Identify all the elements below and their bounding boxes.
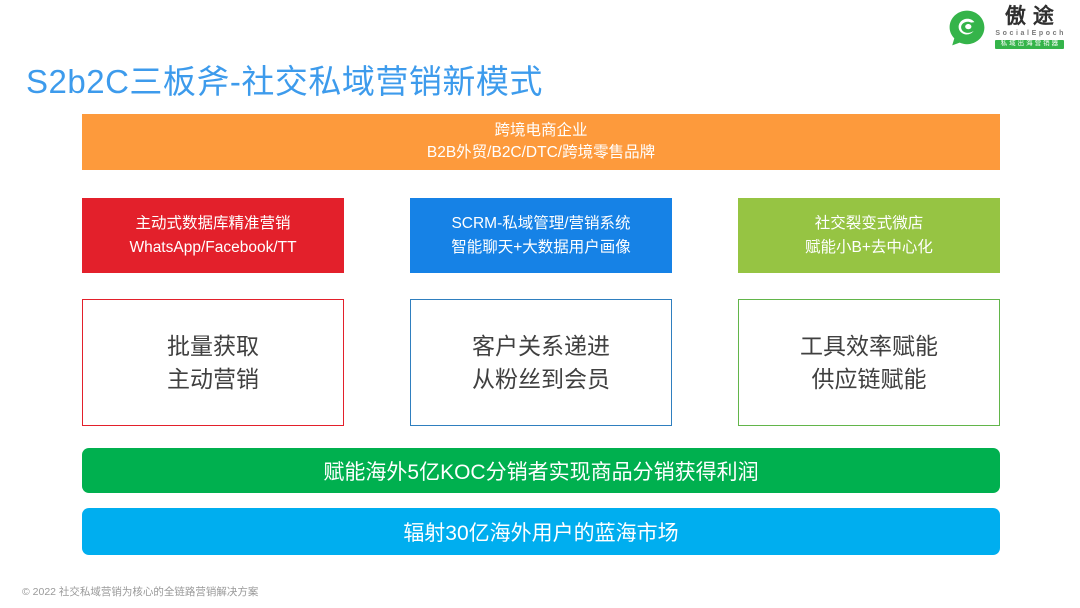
banner-top: 跨境电商企业 B2B外贸/B2C/DTC/跨境零售品牌 [82, 114, 1000, 170]
logo-brand-cn: 傲途 [1004, 5, 1061, 28]
card-line-2: WhatsApp/Facebook/TT [129, 238, 297, 256]
card-gap-1 [344, 198, 410, 273]
box-gap-2 [672, 299, 738, 426]
box-line-2: 供应链赋能 [811, 365, 927, 392]
box-gap-1 [344, 299, 410, 426]
card-social-microstore: 社交裂变式微店 赋能小B+去中心化 [738, 198, 1000, 273]
banner-line-1: 跨境电商企业 [494, 121, 588, 139]
card-database-marketing: 主动式数据库精准营销 WhatsApp/Facebook/TT [82, 198, 344, 273]
column-1-box: 批量获取 主动营销 [82, 299, 344, 426]
card-line-1: 社交裂变式微店 [814, 215, 924, 233]
card-scrm-system: SCRM-私域管理/营销系统 智能聊天+大数据用户画像 [410, 198, 672, 273]
box-bulk-acquisition: 批量获取 主动营销 [82, 299, 344, 426]
column-2-box: 客户关系递进 从粉丝到会员 [410, 299, 672, 426]
card-line-1: SCRM-私域管理/营销系统 [451, 215, 631, 233]
logo-brand-en: SocialEpoch [995, 30, 1066, 37]
box-line-2: 主动营销 [167, 365, 259, 392]
box-customer-relationship: 客户关系递进 从粉丝到会员 [410, 299, 672, 426]
bar-koc-distribution: 赋能海外5亿KOC分销者实现商品分销获得利润 [82, 448, 1000, 493]
brand-logo: 傲途 SocialEpoch 私域出海营销器 [948, 6, 1066, 49]
box-tool-efficiency: 工具效率赋能 供应链赋能 [738, 299, 1000, 426]
column-2: SCRM-私域管理/营销系统 智能聊天+大数据用户画像 [410, 198, 672, 273]
box-line-1: 客户关系递进 [472, 332, 610, 359]
outlined-box-row: 批量获取 主动营销 客户关系递进 从粉丝到会员 工具效率赋能 供应链赋能 [82, 299, 1000, 426]
box-line-1: 工具效率赋能 [800, 332, 938, 359]
logo-wordmark: 傲途 SocialEpoch 私域出海营销器 [993, 6, 1066, 49]
footer-copyright: © 2022 社交私域营销为核心的全链路营销解决方案 [22, 586, 259, 598]
bar-blue-ocean-market: 辐射30亿海外用户的蓝海市场 [82, 508, 1000, 555]
card-gap-2 [672, 198, 738, 273]
card-line-2: 智能聊天+大数据用户画像 [451, 238, 631, 256]
card-row: 主动式数据库精准营销 WhatsApp/Facebook/TT SCRM-私域管… [82, 198, 1000, 273]
logo-slogan: 私域出海营销器 [994, 39, 1065, 49]
card-line-2: 赋能小B+去中心化 [805, 238, 933, 256]
column-1: 主动式数据库精准营销 WhatsApp/Facebook/TT [82, 198, 344, 273]
page-title: S2b2C三板斧-社交私域营销新模式 [26, 63, 543, 100]
box-line-2: 从粉丝到会员 [472, 365, 610, 392]
diagram-stage: 跨境电商企业 B2B外贸/B2C/DTC/跨境零售品牌 主动式数据库精准营销 W… [82, 114, 1000, 555]
column-3: 社交裂变式微店 赋能小B+去中心化 [738, 198, 1000, 273]
column-3-box: 工具效率赋能 供应链赋能 [738, 299, 1000, 426]
banner-line-2: B2B外贸/B2C/DTC/跨境零售品牌 [426, 144, 656, 161]
box-line-1: 批量获取 [167, 332, 259, 359]
speech-bubble-e-icon [948, 9, 986, 47]
card-line-1: 主动式数据库精准营销 [135, 215, 291, 233]
